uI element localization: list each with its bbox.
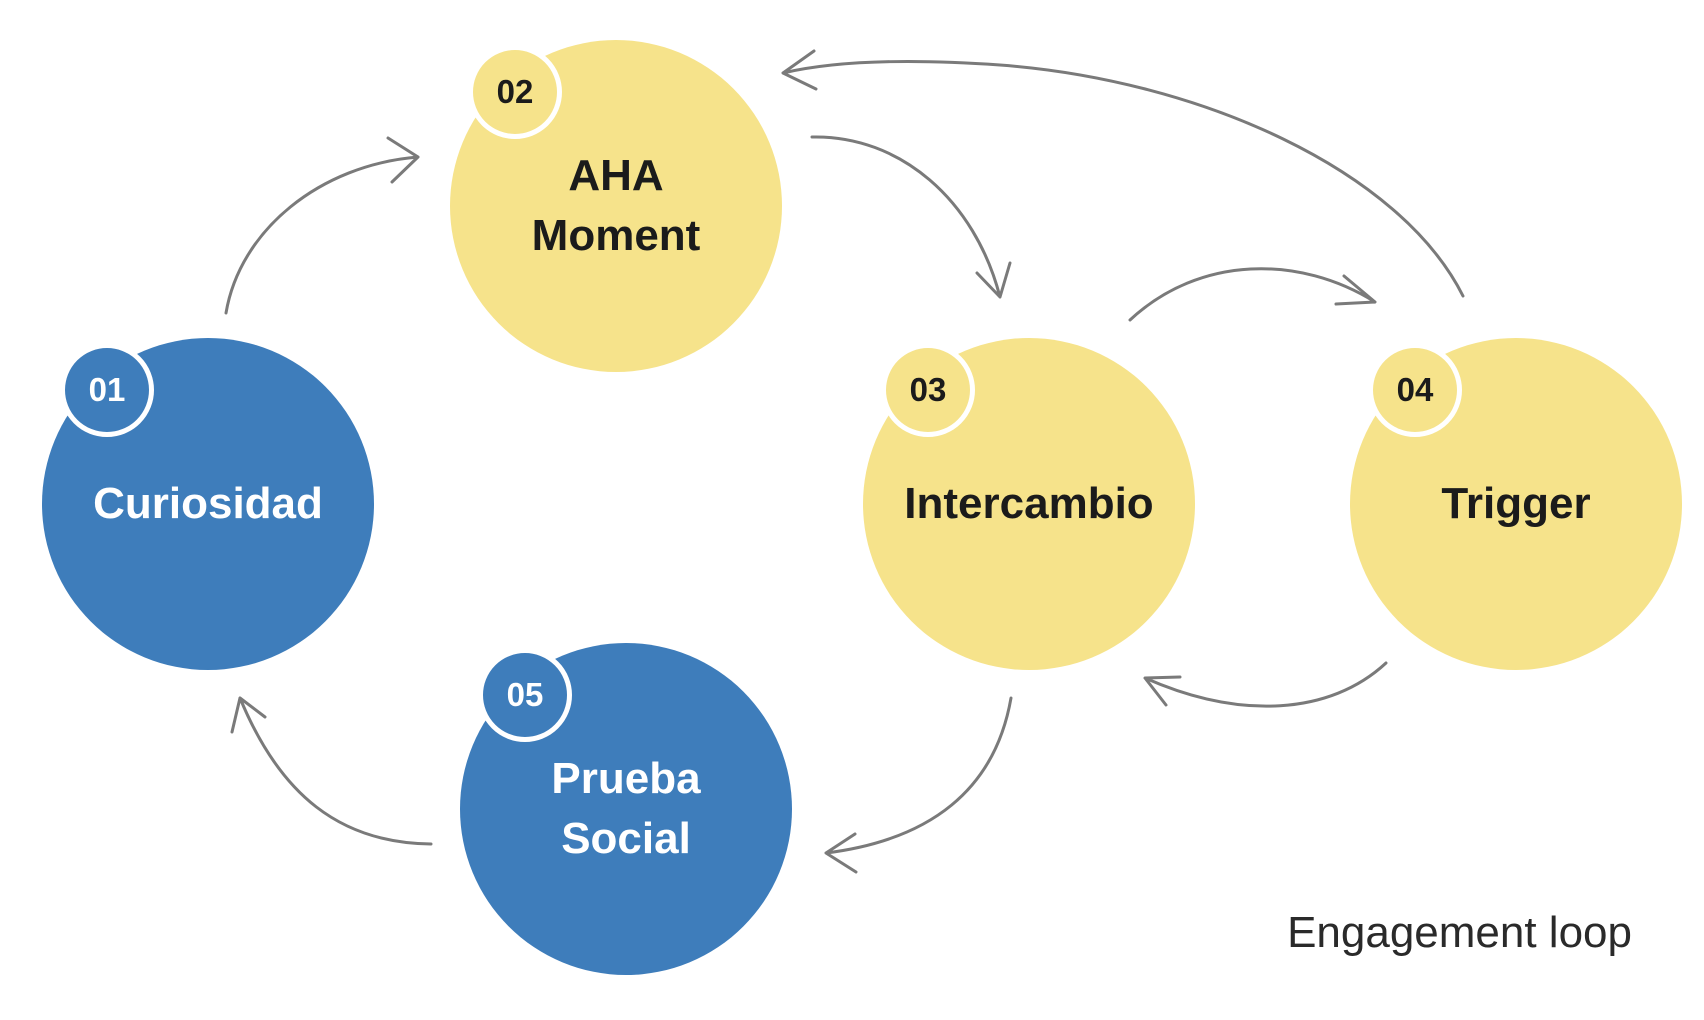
diagram-caption: Engagement loop: [1287, 908, 1632, 957]
node-label: AHA Moment: [531, 151, 701, 260]
node-label: Curiosidad: [93, 479, 323, 528]
node-label: Trigger: [1441, 479, 1591, 528]
arrow-prueba-to-curiosidad: [230, 696, 433, 846]
arrow-trigger-to-aha: [781, 49, 1465, 298]
arrow-trigger-to-intercambio: [1143, 661, 1388, 708]
step-number-badge: 05: [478, 648, 572, 742]
arrow-intercambio-to-trigger: [1128, 267, 1377, 322]
step-number-badge: 04: [1368, 343, 1462, 437]
node-trigger: Trigger: [1350, 338, 1682, 670]
arrow-intercambio-to-prueba: [824, 696, 1013, 874]
arrow-aha-to-intercambio: [810, 135, 1012, 299]
arrow-curiosidad-to-aha: [224, 136, 420, 315]
step-number-badge: 02: [468, 45, 562, 139]
node-label: Prueba Social: [551, 754, 701, 863]
node-curiosidad: Curiosidad: [42, 338, 374, 670]
node-label: Intercambio: [904, 479, 1154, 528]
step-number-badge: 01: [60, 343, 154, 437]
step-number-badge: 03: [881, 343, 975, 437]
